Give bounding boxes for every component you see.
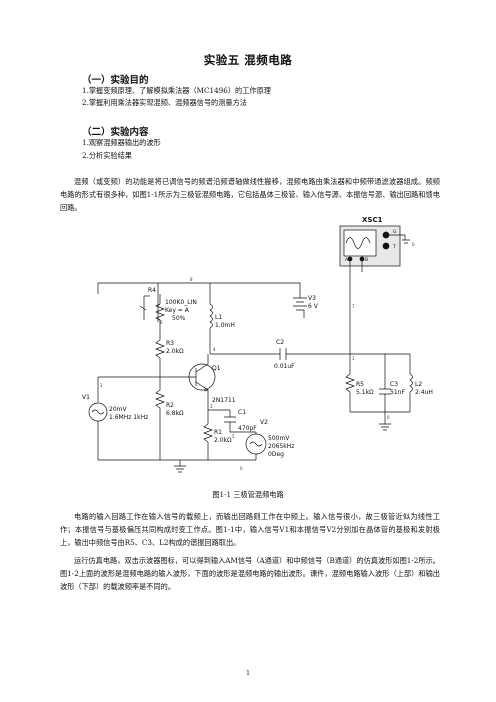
node-label: 4 [213,347,216,352]
l2-value: 2.4uH [415,389,433,396]
q1-model: 2N1711 [212,397,236,404]
r2-name: R2 [166,402,174,409]
v2-frequency: 2065kHz [268,443,294,450]
node-label: 0 [240,466,243,471]
c1-name: C1 [238,409,246,416]
section2-item-2: 2.分析实验结果 [82,151,132,160]
v2-name: V2 [260,419,268,426]
q1-name: Q1 [212,365,221,372]
node-label: 1 [352,356,355,361]
l2-name: L2 [415,381,422,388]
scope-pin-b: B [365,257,368,263]
c3-value: 51nF [390,389,405,396]
section2-item-1: 1.观察混频器输出的波形 [82,138,161,147]
scope-pin-a: A [345,257,349,263]
oscilloscope-wave [345,237,371,249]
r4-percent: 50% [172,315,186,322]
paragraph-2: 电路的输入回路工作在输入信号的载频上，而输出回路则工作在中频上。输入信号很小，故… [60,512,440,547]
v1-name: V1 [82,394,90,401]
section2-heading: （二）实验内容 [82,127,149,138]
section1-heading: （一）实验目的 [82,75,149,86]
section1-item-1: 1.掌握变频原理、了解模拟乘法器（MC1496）的工作原理 [82,86,271,95]
r4-name: R4 [148,287,156,294]
intro-paragraph: 混频（或变频）的功能是将已调信号的频谱沿频谱轴做线性搬移，混频电路由乘法器和中频… [60,177,440,212]
node-label: 0 [412,242,415,247]
section1-item-2: 2.掌握利用乘法器实现混频、混频器信号的测量方法 [82,98,247,107]
r2-value: 6.8kΩ [166,410,184,417]
r5-name: R5 [356,381,364,388]
r4-value: 100K0_LIN [165,299,197,306]
v1-amplitude: 20mV [109,406,127,413]
scope-pin-g: G [393,229,397,235]
node-label: 2 [100,383,103,388]
r4-key: Key = A [165,307,190,314]
r5-value: 5.1kΩ [356,389,374,396]
v3-value: 6 V [308,303,319,310]
r3-name: R3 [166,340,174,347]
v2-amplitude: 500mV [268,435,290,442]
node-label: 3 [210,404,213,409]
figure-caption: 图1-1 三极管混频电路 [212,490,284,499]
page-title: 实验五 混频电路 [203,53,293,67]
c3-name: C3 [390,381,398,388]
v3-name: V3 [308,295,316,302]
scope-label: XSC1 [362,216,383,224]
c2-value: 0.01uF [274,363,295,370]
r3-value: 2.0kΩ [166,348,184,355]
node-label: 0 [387,415,390,420]
circuit-diagram: XSC1 A B G T R4 100K0_LIN Key = A 50% L1… [82,216,433,473]
paragraph-3: 运行仿真电路，双击示波器图标，可以得到输入AM信号（A通道）和中频信号（B通道）… [60,556,440,591]
node-label: 6 [160,320,163,325]
l1-value: 1.0mH [215,322,235,329]
scope-pin-t: T [392,244,396,250]
r1-value: 2.0kΩ [214,437,232,444]
r1-name: R1 [214,429,222,436]
v1-frequency: 1.6MHz 1kHz [109,414,148,421]
l1-name: L1 [215,314,222,321]
c1-value: 470pF [238,425,257,432]
c2-name: C2 [276,339,284,346]
page-number: 1 [246,670,250,677]
node-label: 5 [232,434,235,439]
node-label: 7 [352,304,355,309]
v2-phase: 0Deg [268,451,284,458]
node-label: 8 [190,277,193,282]
